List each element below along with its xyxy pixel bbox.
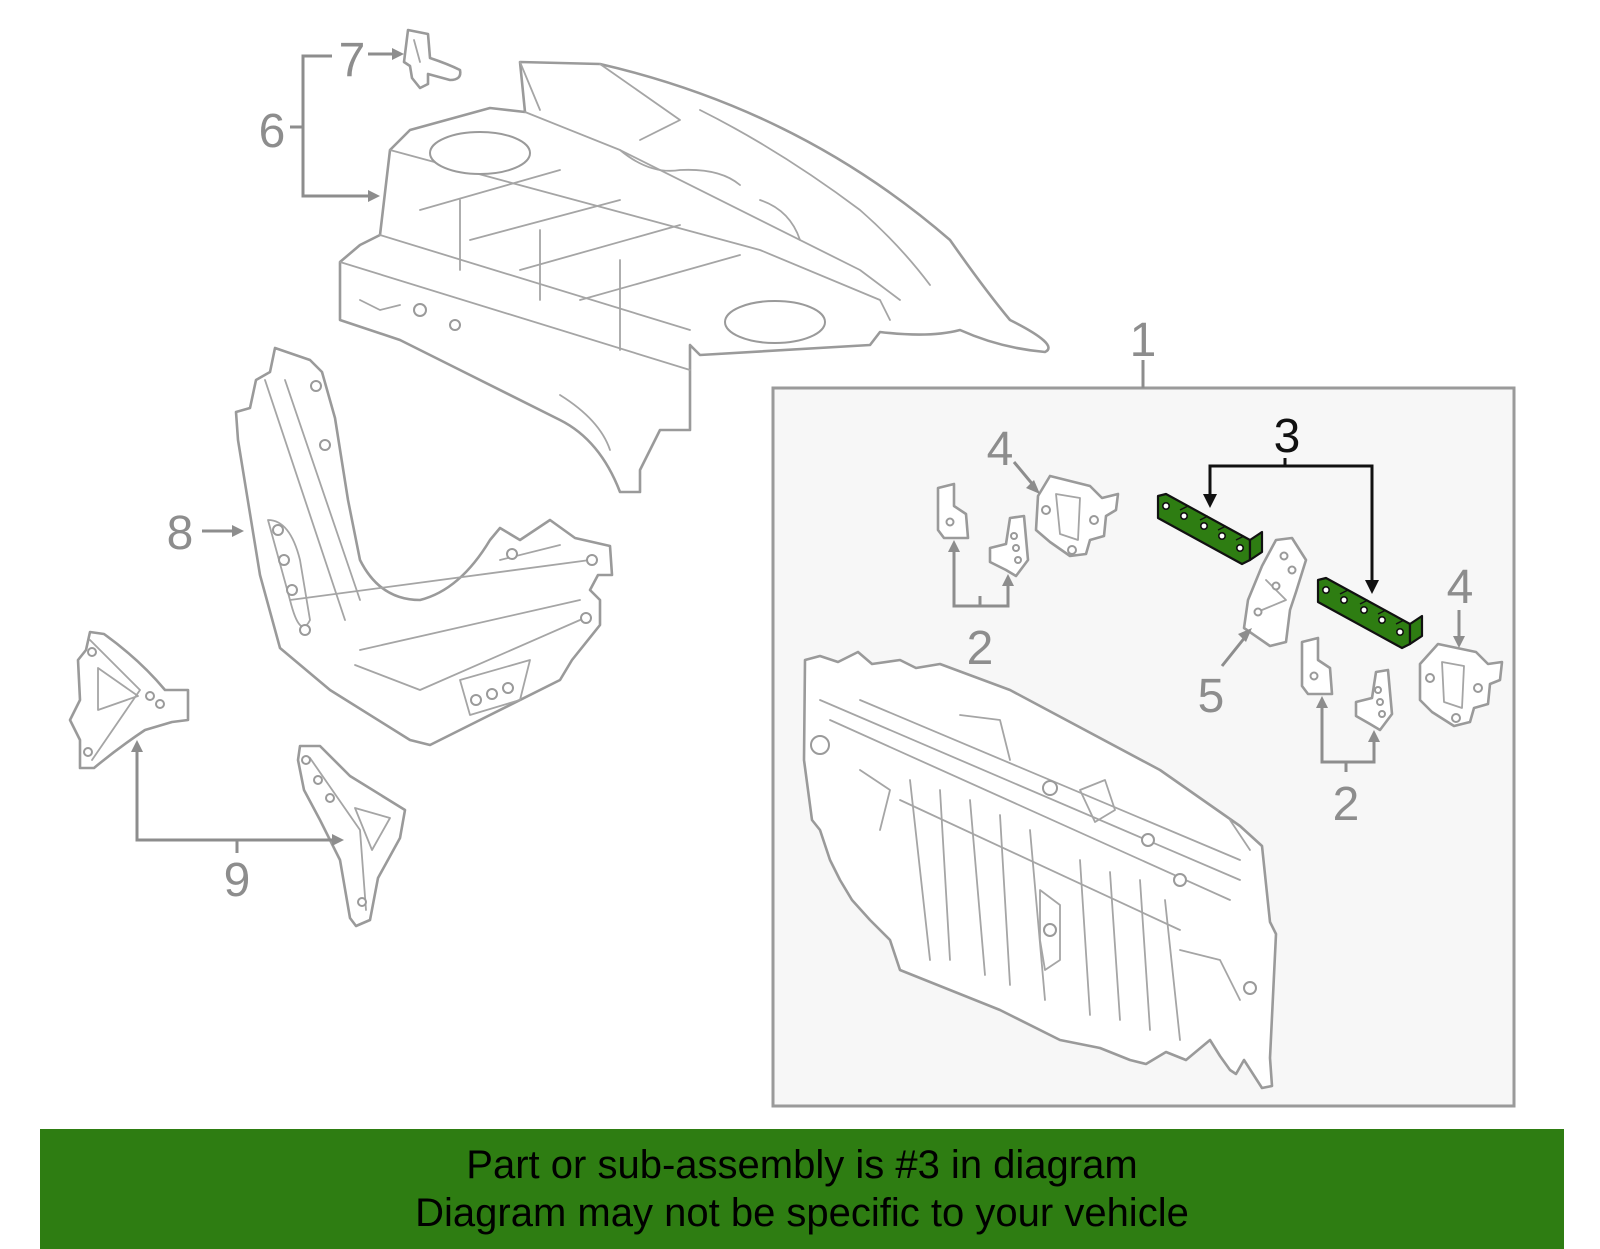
rear-body-panel[interactable]: [802, 650, 1278, 1090]
part3-upper-flange: [1248, 530, 1264, 562]
info-banner: Part or sub-assembly is #3 in diagram Di…: [40, 1129, 1564, 1249]
callout-2-left: 2: [967, 622, 994, 675]
callout-9: 9: [224, 854, 251, 907]
bracket-part-4-left[interactable]: [1034, 474, 1120, 558]
callout-2-right: 2: [1333, 778, 1360, 831]
callout-1: 1: [1130, 314, 1157, 367]
bracket-part-4-right[interactable]: [1418, 642, 1504, 728]
bracket-part-5[interactable]: [1242, 536, 1308, 648]
gusset-bracket-right-part-9[interactable]: [296, 744, 407, 928]
callout-5: 5: [1198, 670, 1225, 723]
callout-4-right: 4: [1447, 561, 1474, 614]
callout-8: 8: [167, 507, 194, 560]
reinforcement-part-3-lower[interactable]: [1316, 576, 1424, 650]
hook-bracket-part-7[interactable]: [402, 28, 462, 90]
bracket-part-2-left-b[interactable]: [988, 514, 1030, 578]
callout-4-left: 4: [987, 423, 1014, 476]
leader-lines: [131, 48, 1465, 853]
banner-line-part-number: Part or sub-assembly is #3 in diagram: [466, 1143, 1138, 1187]
callout-7: 7: [339, 34, 366, 87]
bracket-part-2-left-a[interactable]: [936, 482, 970, 540]
side-brace-part-8[interactable]: [234, 346, 614, 747]
banner-line-disclaimer: Diagram may not be specific to your vehi…: [415, 1191, 1189, 1235]
bracket-part-2-right-a[interactable]: [1300, 636, 1334, 696]
bracket-part-2-right-b[interactable]: [1354, 668, 1394, 732]
gusset-bracket-left-part-9[interactable]: [68, 630, 190, 770]
package-tray-part-6[interactable]: [338, 60, 1050, 494]
reinforcement-part-3-upper[interactable]: [1156, 492, 1264, 566]
part3-lower-flange: [1408, 614, 1424, 646]
callout-6: 6: [259, 105, 286, 158]
callout-labels: 7 6 8 9 1 3 4 4 2 5 2: [167, 34, 1474, 907]
callout-3: 3: [1274, 410, 1301, 463]
